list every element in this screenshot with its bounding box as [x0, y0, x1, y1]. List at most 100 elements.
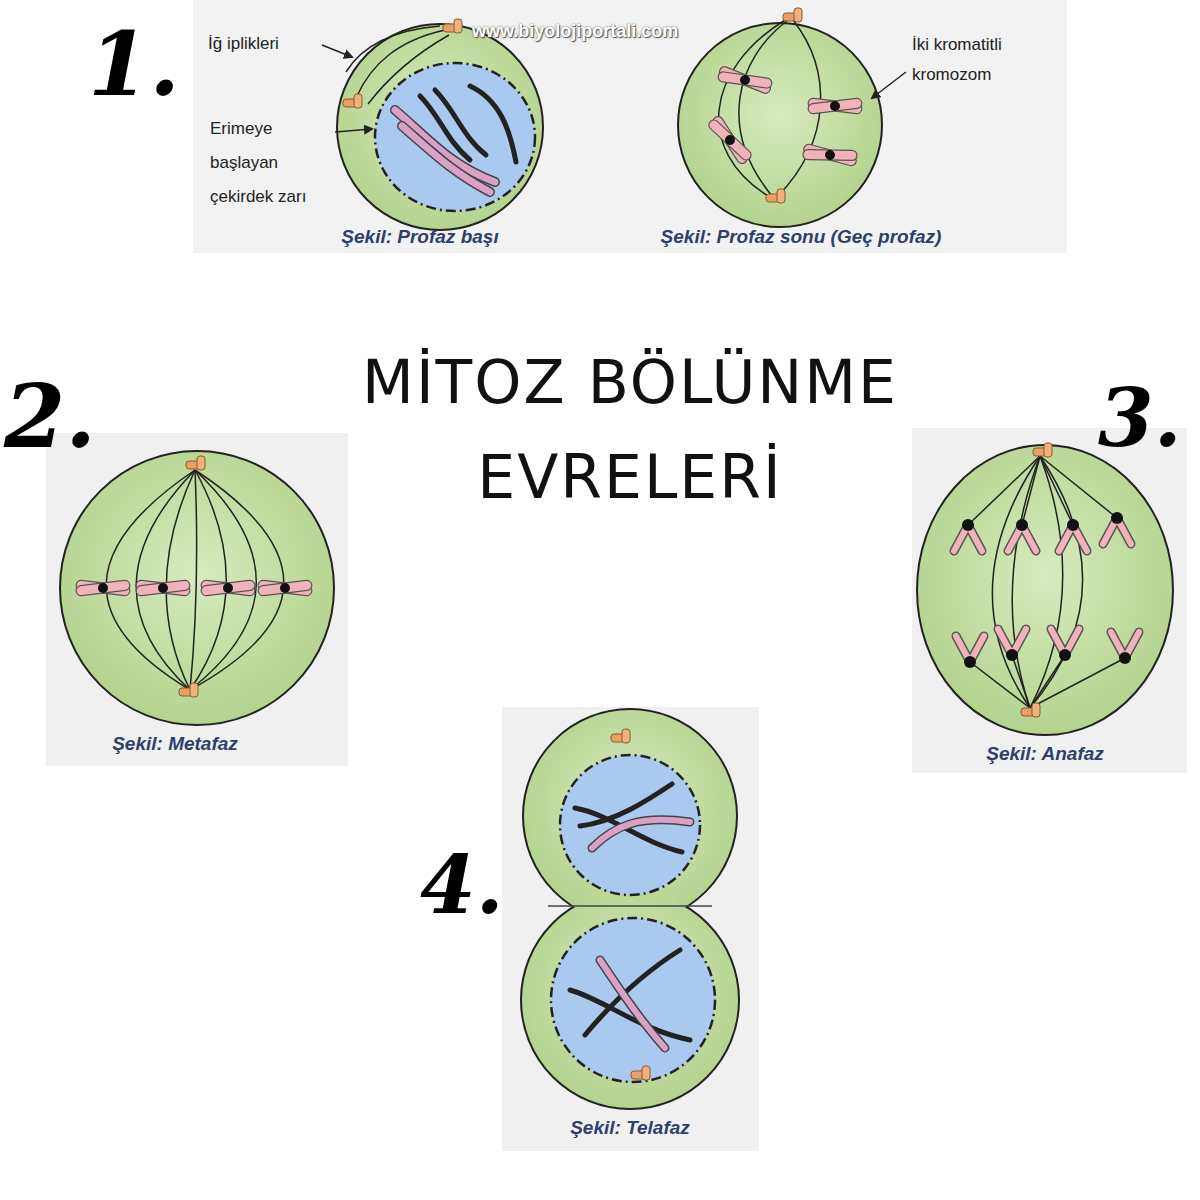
illustration-path — [1030, 456, 1083, 708]
figure-panel: Şekil: Metafaz — [46, 433, 348, 766]
illustration-use — [808, 98, 863, 115]
illustration-path — [136, 470, 195, 690]
illustration-use — [1059, 519, 1087, 551]
illustration-circle — [678, 23, 882, 227]
illustration-path — [435, 90, 486, 155]
illustration-path — [190, 470, 197, 690]
illustration-rect — [502, 707, 759, 1151]
figure-panel: Şekil: Telafaz — [502, 707, 759, 1151]
annotation-label: İki kromatitli kromozom — [912, 30, 1062, 90]
illustration-rect — [193, 0, 1067, 253]
illustration-use — [1111, 632, 1139, 664]
illustration-line — [548, 905, 712, 907]
illustration-use — [76, 580, 131, 597]
illustration-use — [1008, 519, 1036, 551]
illustration-g — [346, 26, 449, 104]
illustration-use — [1033, 443, 1052, 457]
illustration-circle — [524, 710, 736, 922]
illustration-line — [335, 129, 372, 132]
illustration-use — [258, 580, 313, 597]
illustration-ellipse — [917, 445, 1173, 735]
illustration-g — [719, 20, 821, 196]
illustration-path — [1030, 655, 1065, 708]
leader-lines — [322, 45, 906, 132]
metaphase-cell — [60, 451, 334, 725]
figure-panel: Şekil: Anafaz — [912, 428, 1187, 773]
illustration-use — [136, 580, 191, 597]
illustration-path — [1022, 456, 1040, 525]
illustration-path — [739, 20, 788, 196]
telophase-cell — [522, 710, 738, 1108]
figure-caption: Şekil: Metafaz — [112, 733, 238, 755]
annotation-label: İğ iplikleri — [208, 34, 279, 54]
illustration-use — [443, 19, 462, 33]
figure-caption: Şekil: Profaz sonu (Geç profaz) — [661, 226, 942, 248]
illustration-circle — [560, 755, 700, 895]
illustration-use — [201, 580, 256, 597]
illustration-use — [186, 456, 205, 470]
illustration-rect — [46, 433, 348, 766]
illustration-path — [368, 35, 449, 104]
illustration-use — [179, 683, 198, 697]
illustration-use — [716, 65, 773, 95]
illustration-path — [600, 960, 665, 1048]
illustration-ellipse — [375, 63, 535, 211]
illustration-use — [1021, 703, 1040, 717]
illustration-circle — [60, 451, 334, 725]
illustration-path — [470, 86, 516, 162]
anaphase-cell — [917, 443, 1173, 735]
illustration-path — [395, 110, 495, 182]
callout-number: 4. — [420, 845, 504, 925]
illustration-use — [998, 629, 1026, 661]
illustration-g — [570, 784, 690, 1048]
illustration-path — [1012, 655, 1030, 708]
illustration-use — [954, 519, 982, 551]
illustration-use — [1103, 512, 1131, 544]
figure-caption: Şekil: Telafaz — [570, 1117, 690, 1139]
illustration-g — [106, 470, 284, 690]
illustration-use — [343, 94, 362, 108]
illustration-path — [968, 456, 1040, 525]
illustration-g — [395, 86, 516, 192]
illustration-rect — [912, 428, 1187, 773]
illustration-path — [1040, 456, 1073, 525]
illustration-circle — [522, 892, 738, 1108]
illustration-circle — [522, 892, 738, 1108]
illustration-circle — [524, 710, 736, 922]
illustration-path — [600, 960, 665, 1048]
illustration-path — [1040, 456, 1117, 518]
illustration-use — [706, 114, 754, 167]
illustration-circle — [337, 24, 543, 230]
panel-grounds — [46, 0, 1187, 1151]
callout-number: 2. — [4, 372, 96, 460]
illustration-path — [970, 662, 1030, 708]
illustration-line — [322, 45, 352, 57]
figure-caption: Şekil: Anafaz — [986, 743, 1104, 765]
watermark: www.biyolojiportali.com — [472, 21, 678, 42]
illustration-path — [592, 820, 690, 848]
callout-number: 3. — [1098, 378, 1182, 458]
illustration-path — [166, 470, 195, 690]
illustration-path — [719, 20, 785, 196]
illustration-path — [356, 30, 445, 98]
illustration-g — [968, 456, 1125, 708]
illustration-use — [956, 636, 984, 668]
callout-number: 1. — [88, 20, 180, 108]
illustration-path — [1030, 658, 1125, 708]
illustration-circle — [551, 918, 715, 1082]
figure-caption: Şekil: Profaz başı — [341, 226, 498, 248]
illustration-path — [395, 110, 495, 182]
illustration-use — [1051, 629, 1079, 661]
illustration-line — [872, 72, 906, 98]
illustration-path — [1012, 456, 1040, 708]
illustration-use — [783, 8, 802, 22]
annotation-label: Erimeye başlayan çekirdek zarı — [210, 112, 335, 214]
illustration-path — [190, 470, 256, 690]
illustration-use — [631, 1066, 650, 1080]
early-prophase-cell — [337, 19, 543, 230]
illustration-use — [766, 189, 785, 203]
illustration-path — [592, 820, 690, 848]
late-prophase-cell — [678, 8, 882, 227]
